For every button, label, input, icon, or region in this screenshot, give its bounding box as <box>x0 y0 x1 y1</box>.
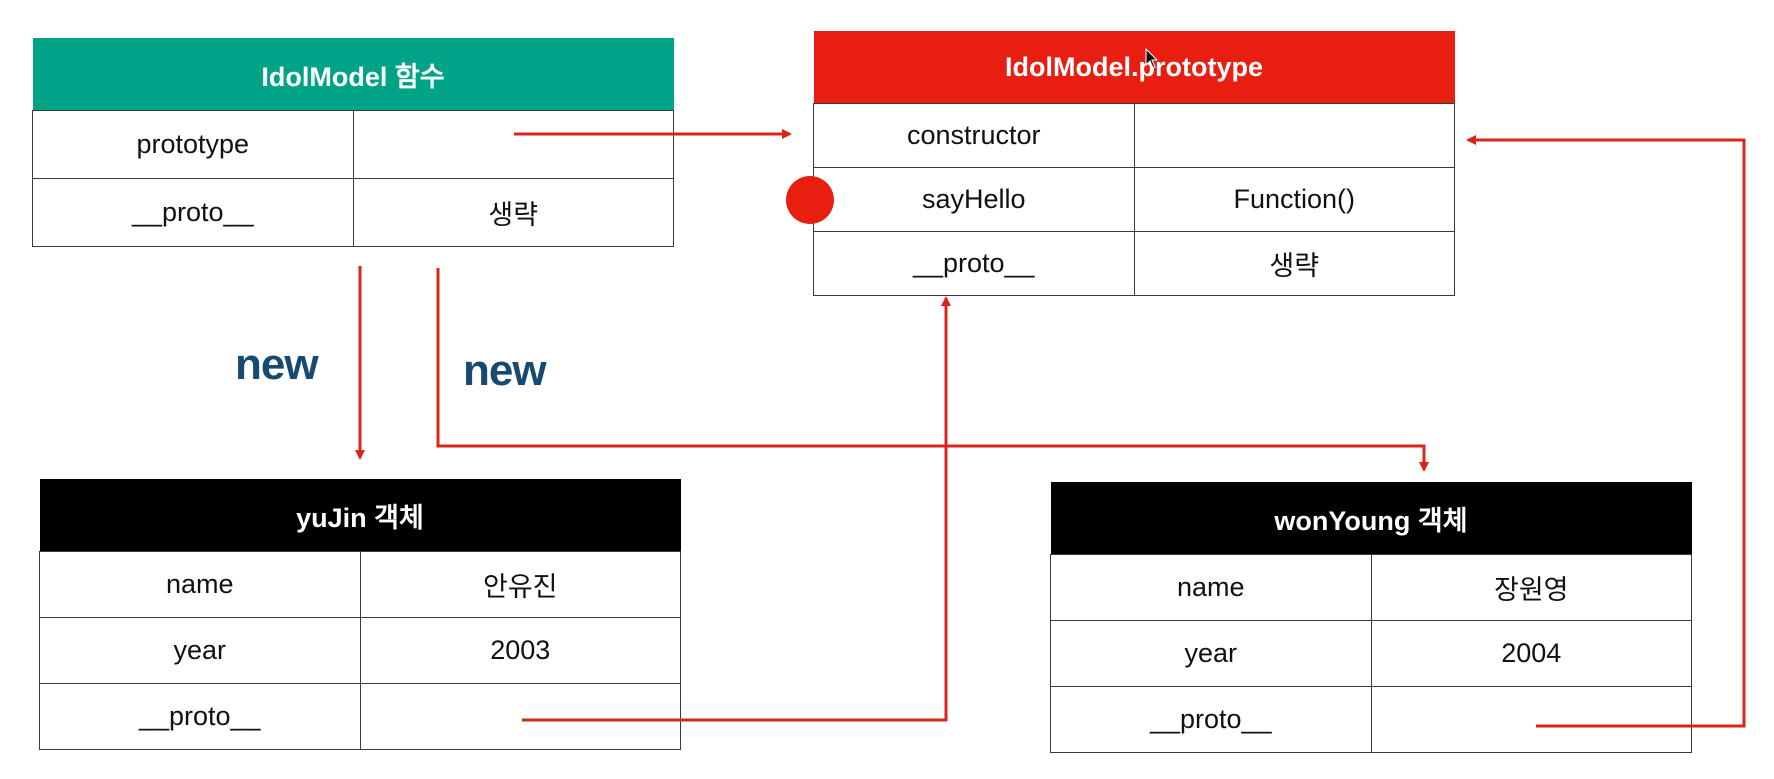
row-value: 생략 <box>1133 231 1455 296</box>
row-key: __proto__ <box>813 231 1135 296</box>
table-row: name 안유진 <box>39 551 681 618</box>
arrow-wonyoung-proto <box>1466 135 1746 728</box>
row-value: 2004 <box>1370 620 1692 687</box>
table-row: sayHello Function() <box>813 167 1455 232</box>
row-key: __proto__ <box>1050 686 1372 753</box>
table-row: name 장원영 <box>1050 554 1692 621</box>
table-row: constructor <box>813 103 1455 168</box>
idolmodel-prototype-table: IdolModel.prototype constructor sayHello… <box>813 31 1455 296</box>
row-key: sayHello <box>813 167 1135 232</box>
mouse-cursor-icon <box>1145 48 1159 69</box>
wonyoung-object-table: wonYoung 객체 name 장원영 year 2004 __proto__ <box>1050 482 1692 753</box>
yujin-object-table: yuJin 객체 name 안유진 year 2003 __proto__ <box>39 479 681 750</box>
idolmodel-function-table: IdolModel 함수 prototype __proto__ 생략 <box>32 38 674 247</box>
row-key: __proto__ <box>39 683 361 750</box>
row-value <box>352 110 674 179</box>
table-row: prototype <box>32 110 674 179</box>
new-label-wonyoung: new <box>463 346 547 395</box>
row-value: Function() <box>1133 167 1455 232</box>
arrow-yujin-proto <box>522 296 951 722</box>
row-value <box>359 683 681 750</box>
yujin-object-title: yuJin 객체 <box>39 479 681 552</box>
table-row: __proto__ 생략 <box>813 231 1455 296</box>
idolmodel-prototype-title: IdolModel.prototype <box>813 31 1455 104</box>
row-key: year <box>39 617 361 684</box>
row-value: 생략 <box>352 178 674 247</box>
new-label-yujin: new <box>235 340 319 389</box>
pointer-marker-dot <box>786 176 834 224</box>
idolmodel-function-title: IdolModel 함수 <box>32 38 674 111</box>
wonyoung-object-title: wonYoung 객체 <box>1050 482 1692 555</box>
row-key: name <box>1050 554 1372 621</box>
table-row: __proto__ <box>39 683 681 750</box>
table-row: __proto__ <box>1050 686 1692 753</box>
row-value: 안유진 <box>359 551 681 618</box>
row-key: __proto__ <box>32 178 354 247</box>
row-value <box>1133 103 1455 168</box>
row-value <box>1370 686 1692 753</box>
row-key: prototype <box>32 110 354 179</box>
arrow-new-wonyoung <box>436 268 1429 472</box>
table-row: year 2003 <box>39 617 681 684</box>
table-row: __proto__ 생략 <box>32 178 674 247</box>
row-key: name <box>39 551 361 618</box>
